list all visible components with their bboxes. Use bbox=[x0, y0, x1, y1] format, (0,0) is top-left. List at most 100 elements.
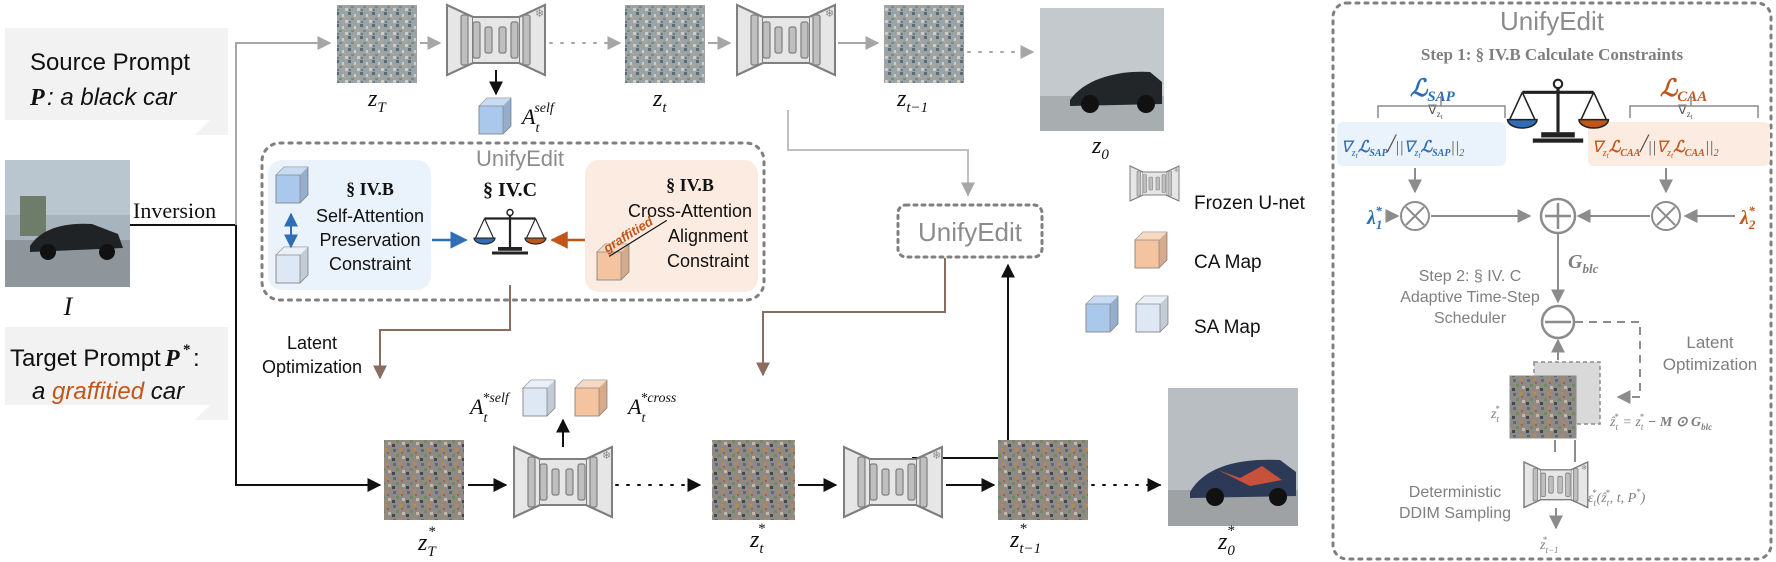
multiply-sap-x bbox=[1405, 206, 1425, 226]
arrow-zt-to-unifyedit-box bbox=[787, 110, 975, 197]
latent-z0-label: z0 bbox=[1091, 133, 1109, 163]
source-prompt-heading: Source Prompt bbox=[30, 49, 190, 76]
latent-zT-image bbox=[337, 5, 417, 83]
latent-zt1-label: zt−1 bbox=[896, 86, 928, 116]
frozen-unet-right bbox=[1523, 461, 1589, 509]
source-prompt: Source Prompt P : a black car bbox=[5, 28, 228, 135]
sap-section: § IV.B bbox=[346, 179, 394, 199]
target-zT-image bbox=[384, 440, 464, 520]
target-prompt-suffix: car bbox=[144, 378, 185, 405]
input-image: I bbox=[5, 160, 130, 321]
input-image-label: I bbox=[63, 292, 74, 321]
center-unifyedit-panel bbox=[260, 141, 766, 302]
balance-scale-center bbox=[472, 208, 548, 256]
caa-line2: Alignment bbox=[668, 226, 748, 246]
latent-opt-line1: Latent bbox=[287, 333, 337, 353]
sap-line3: Constraint bbox=[329, 254, 411, 274]
target-ca-cube bbox=[574, 379, 608, 417]
step2-line2: Adaptive Time-Step bbox=[1400, 289, 1540, 306]
sap-cube-top bbox=[275, 166, 309, 204]
target-sa-cube bbox=[522, 379, 556, 417]
target-prompt: Target Prompt P * : a graffitied car bbox=[5, 327, 228, 420]
target-zt-image bbox=[712, 440, 795, 520]
latent-zt-image bbox=[625, 5, 705, 83]
right-latent-opt-line1: Latent bbox=[1686, 333, 1734, 352]
zt-stack-front bbox=[1509, 375, 1577, 439]
sum-plus bbox=[1545, 203, 1571, 229]
grad-caa: ∇zt bbox=[1677, 102, 1693, 121]
target-zt-label: zt* bbox=[749, 521, 766, 557]
norm-sap-box bbox=[1337, 122, 1506, 166]
source-prompt-text: : a black car bbox=[47, 84, 177, 111]
inversion-label: Inversion bbox=[133, 198, 216, 223]
right-output-label: zt−1* bbox=[1539, 535, 1559, 555]
right-step1: Step 1: § IV.B Calculate Constraints bbox=[1421, 45, 1684, 64]
frozen-unet-top-2 bbox=[736, 4, 836, 76]
legend-ca-map: CA Map bbox=[1194, 252, 1262, 273]
sap-line2: Preservation bbox=[319, 230, 420, 250]
center-panel-title: UnifyEdit bbox=[476, 146, 564, 171]
ddim-line1: Deterministic bbox=[1409, 484, 1501, 501]
norm-caa-box bbox=[1588, 122, 1770, 166]
arrow-stack-to-unet bbox=[1554, 440, 1576, 462]
loss-sap: ℒSAP bbox=[1410, 76, 1456, 105]
target-prompt-heading: Target Prompt bbox=[10, 345, 161, 372]
frozen-unet-bottom-2 bbox=[843, 446, 943, 518]
legend-sa-icon-dark bbox=[1085, 295, 1119, 333]
right-unifyedit-panel bbox=[1331, 1, 1773, 561]
frozen-unet-bottom-1 bbox=[513, 446, 613, 518]
right-latent-opt-line2: Optimization bbox=[1663, 355, 1757, 374]
target-zt1-label: zt−1* bbox=[1009, 521, 1041, 557]
legend-ca-icon bbox=[1134, 231, 1168, 269]
balance-label: § IV.C bbox=[483, 179, 537, 201]
unifyedit-box bbox=[896, 203, 1044, 259]
bracket-caa bbox=[1629, 96, 1759, 118]
latent-zt1-image bbox=[884, 5, 964, 83]
legend-sa-icon-light bbox=[1135, 295, 1169, 333]
arrow-latent-opt-zT bbox=[373, 285, 511, 380]
target-zt1-image bbox=[998, 440, 1088, 520]
legend: Frozen U-net CA Map SA Map bbox=[1085, 165, 1306, 338]
latent-zT-label: zT bbox=[367, 86, 387, 116]
arrow-target-unet-to-unifyedit bbox=[912, 263, 1015, 459]
unifyedit-box-label: UnifyEdit bbox=[918, 217, 1023, 247]
caa-line1: Cross-Attention bbox=[628, 201, 752, 221]
target-self-attn-label: At*self bbox=[468, 391, 511, 426]
sap-line1: Self-Attention bbox=[316, 206, 424, 226]
ddim-line2: DDIM Sampling bbox=[1399, 505, 1511, 522]
arrow-unifyedit-to-target-zt bbox=[756, 258, 946, 377]
target-z0-label: z0* bbox=[1217, 523, 1235, 559]
svg-text:a graffitied car: a graffitied car bbox=[32, 378, 185, 405]
source-prompt-symbol: P bbox=[29, 85, 45, 111]
frozen-unet-top-1 bbox=[446, 4, 546, 76]
target-prompt-star: * bbox=[183, 342, 191, 358]
caa-section: § IV.B bbox=[666, 175, 714, 195]
zt-star-label-right: zt* bbox=[1490, 404, 1500, 424]
target-prompt-colon: : bbox=[193, 345, 200, 372]
caa-line3: Constraint bbox=[667, 251, 749, 271]
target-branch-arrow bbox=[235, 225, 382, 492]
bracket-sap bbox=[1377, 96, 1506, 118]
self-attn-label-top: Atself bbox=[520, 101, 556, 136]
loss-caa: ℒCAA bbox=[1660, 76, 1707, 105]
target-prompt-prefix: a bbox=[32, 378, 52, 405]
target-output-image bbox=[1168, 388, 1298, 526]
update-equation: ẑt*= zt*− M ⊙ Gblc bbox=[1609, 412, 1712, 432]
sa-cube-top bbox=[478, 97, 512, 135]
step2-line3: Scheduler bbox=[1434, 310, 1507, 327]
target-cross-attn-label: At*cross bbox=[626, 391, 677, 426]
target-prompt-symbol: P bbox=[164, 346, 180, 372]
target-zT-label: zT* bbox=[417, 524, 437, 560]
g-blc: Gblc bbox=[1568, 251, 1599, 276]
legend-sa-map: SA Map bbox=[1194, 317, 1261, 338]
lambda2: λ2* bbox=[1739, 203, 1756, 232]
grad-sap: ∇zt bbox=[1427, 102, 1443, 121]
latent-zt-label: zt bbox=[652, 86, 667, 116]
norm-sap: ∇ztℒSAP/||∇ztℒSAP||2 bbox=[1341, 129, 1464, 160]
source-branch-arrow bbox=[235, 36, 332, 225]
lambda1: λ1* bbox=[1366, 203, 1382, 232]
sap-panel bbox=[268, 160, 431, 290]
sap-cube-bottom bbox=[275, 246, 309, 284]
